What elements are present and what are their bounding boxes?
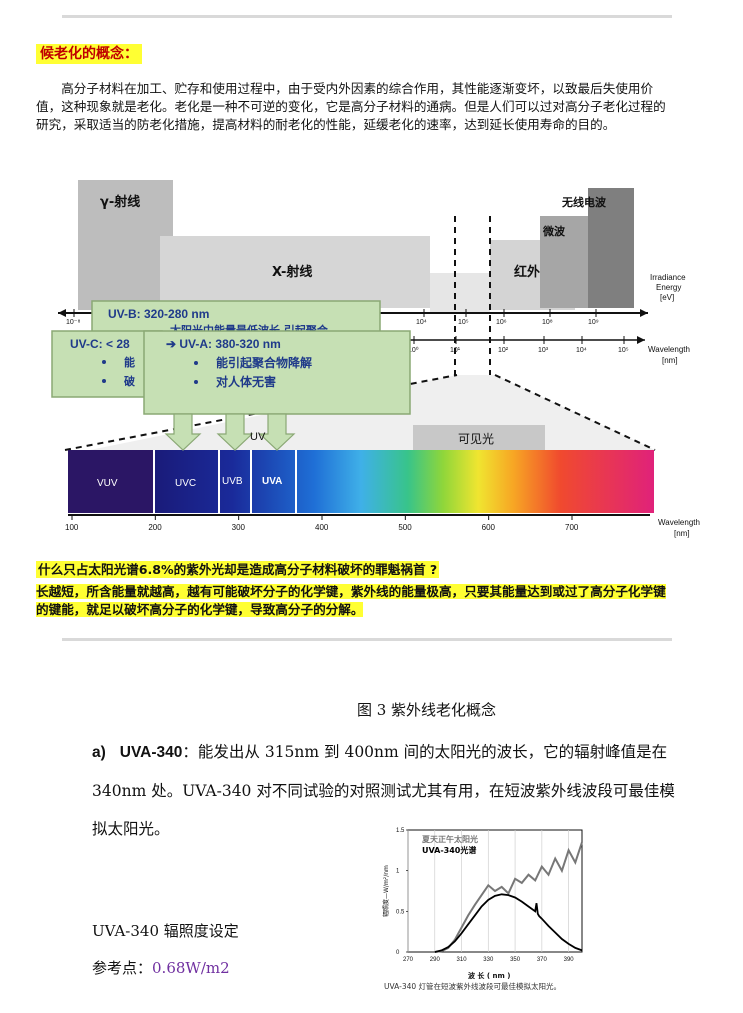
bottom-axis-tick: 600 bbox=[482, 523, 496, 532]
chart-caption: UVA-340 灯管在短波紫外线波段可最佳模拟太阳光。 bbox=[384, 982, 562, 991]
answer-text: 长越短，所含能量就越高，越有可能破坏分子的化学键，紫外线的能量极高，只要其能量达… bbox=[36, 584, 666, 617]
gamma-band bbox=[78, 180, 173, 310]
radio-label: 无线电波 bbox=[561, 195, 607, 209]
xray-band bbox=[160, 236, 430, 308]
strip-label-uvb: UVB bbox=[222, 476, 243, 487]
energy-tick: 10⁶ bbox=[496, 319, 507, 326]
irradiance-label-2: Energy bbox=[656, 283, 681, 292]
bottom-wavelength-label-1: Wavelength bbox=[658, 518, 700, 527]
chart-x-label: 波 长 ( nm ) bbox=[468, 971, 510, 980]
series-sunlight-line bbox=[434, 841, 583, 953]
chart-x-tick: 310 bbox=[457, 957, 468, 963]
gamma-label: γ-射线 bbox=[100, 194, 140, 210]
bottom-axis-tick: 400 bbox=[315, 523, 329, 532]
chart-y-tick: 1 bbox=[396, 869, 400, 875]
intro-paragraph: 高分子材料在加工、贮存和使用过程中，由于受内外因素的综合作用，其性能逐渐变坏，以… bbox=[36, 81, 666, 132]
reference-point-label: 参考点： bbox=[92, 959, 153, 977]
bottom-axis-ticks: 100 200 300 400 500 600 700 bbox=[65, 515, 579, 532]
strip-label-vuv: VUV bbox=[97, 478, 118, 489]
series-uva340-line bbox=[434, 893, 583, 953]
chart-y-tick: 0.5 bbox=[396, 909, 405, 915]
uvb-box-title: UV-B: 320-280 nm bbox=[108, 307, 209, 321]
chart-y-label: 辐照度—W/m²/nm bbox=[382, 865, 390, 917]
wavelength-ticks: 10⁰ 10¹ 10² 10³ 10⁴ 10⁵ bbox=[408, 336, 629, 354]
uva-box-title: ➔ UV-A: 380-320 nm bbox=[166, 337, 281, 351]
chart-legend-sunlight: 夏天正午太阳光 bbox=[421, 834, 478, 844]
reference-point: 参考点：0.68W/m2 bbox=[92, 957, 230, 978]
wavelength-tick: 10⁴ bbox=[576, 347, 587, 354]
list-marker: a) bbox=[92, 744, 106, 761]
uvc-bullet-1: 能 bbox=[124, 355, 135, 369]
energy-tick: 10⁻⁸ bbox=[66, 319, 80, 326]
chart-x-tick: 390 bbox=[564, 957, 575, 963]
chart-legend-uva340: UVA-340光谱 bbox=[422, 845, 476, 855]
uva340-term: UVA-340 bbox=[119, 744, 183, 761]
chart-y-tick: 1.5 bbox=[396, 828, 405, 834]
question-text: 什么只占太阳光谱6.8%的紫外光却是造成高分子材料破坏的罪魁祸首 ? bbox=[36, 561, 440, 578]
bottom-axis-tick: 500 bbox=[398, 523, 412, 532]
wavelength-tick: 10² bbox=[498, 347, 509, 354]
chart-x-tick: 370 bbox=[537, 957, 548, 963]
microwave-label: 微波 bbox=[542, 224, 566, 238]
section-heading: 候老化的概念： bbox=[36, 44, 142, 64]
uv-partial-label: UV bbox=[250, 431, 266, 443]
wavelength-tick: 10⁵ bbox=[618, 347, 629, 354]
bottom-axis-tick: 300 bbox=[232, 523, 246, 532]
visible-label: 可见光 bbox=[458, 432, 494, 446]
uva-bullet-1: 能引起聚合物降解 bbox=[216, 355, 312, 370]
chart-x-tick: 350 bbox=[510, 957, 521, 963]
irradiance-setting-label: UVA-340 辐照度设定 bbox=[92, 922, 239, 940]
strip-label-uva: UVA bbox=[262, 476, 282, 487]
irradiance-label-3: [eV] bbox=[660, 293, 674, 302]
wavelength-label-2: [nm] bbox=[662, 356, 678, 365]
energy-tick: 10⁴ bbox=[416, 319, 427, 326]
uva340-chart: 270 290 310 330 350 370 390 0 0.5 1 1.5 夏天正午太阳光 UV… bbox=[382, 828, 583, 980]
top-divider bbox=[62, 15, 672, 18]
uva340-description: a) UVA-340：能发出从 315nm 到 400nm 间的太阳光的波长，它的… bbox=[92, 733, 678, 848]
uva-bullet-2: 对人体无害 bbox=[216, 374, 276, 389]
down-arrows bbox=[164, 413, 296, 451]
uva340-text: ：能发出从 315nm 到 400nm 间的太阳光的波长，它的辐射峰值是在 34… bbox=[92, 743, 675, 838]
wavelength-tick: 10¹ bbox=[450, 347, 461, 354]
radio-band bbox=[588, 188, 634, 308]
chart-x-tick: 270 bbox=[403, 957, 414, 963]
spectrum-diagram: γ-射线 X-射线 红外 微波 无线电波 Irradiance Energy [… bbox=[51, 180, 700, 538]
bottom-wavelength-label-2: [nm] bbox=[674, 529, 690, 538]
uva-box bbox=[143, 330, 411, 415]
energy-tick: 10⁵ bbox=[458, 319, 469, 326]
rainbow-strip bbox=[68, 450, 654, 513]
chart-y-tick: 0 bbox=[396, 950, 400, 956]
xray-label: X-射线 bbox=[272, 264, 312, 280]
middle-divider bbox=[62, 638, 672, 641]
wavelength-tick: 10⁰ bbox=[408, 346, 419, 354]
figure-caption: 图 3 紫外线老化概念 bbox=[356, 701, 497, 719]
wavelength-label-1: Wavelength bbox=[648, 345, 690, 354]
bottom-axis-tick: 700 bbox=[565, 523, 579, 532]
bottom-axis-tick: 200 bbox=[148, 523, 162, 532]
uvc-box-title: UV-C: < 28 bbox=[70, 337, 130, 351]
bottom-axis-tick: 100 bbox=[65, 523, 79, 532]
uv-band-upper bbox=[430, 273, 490, 313]
uvc-bullet-2: 破 bbox=[124, 374, 135, 388]
chart-x-tick: 330 bbox=[483, 957, 494, 963]
irradiance-label-1: Irradiance bbox=[650, 273, 686, 282]
strip-label-uvc: UVC bbox=[175, 478, 196, 489]
energy-tick: 10⁹ bbox=[588, 319, 599, 326]
energy-tick: 10⁸ bbox=[542, 319, 553, 326]
reference-point-value: 0.68W/m2 bbox=[152, 959, 230, 977]
wavelength-tick: 10³ bbox=[538, 347, 549, 354]
infrared-label: 红外 bbox=[514, 264, 540, 280]
chart-x-tick: 290 bbox=[430, 957, 441, 963]
